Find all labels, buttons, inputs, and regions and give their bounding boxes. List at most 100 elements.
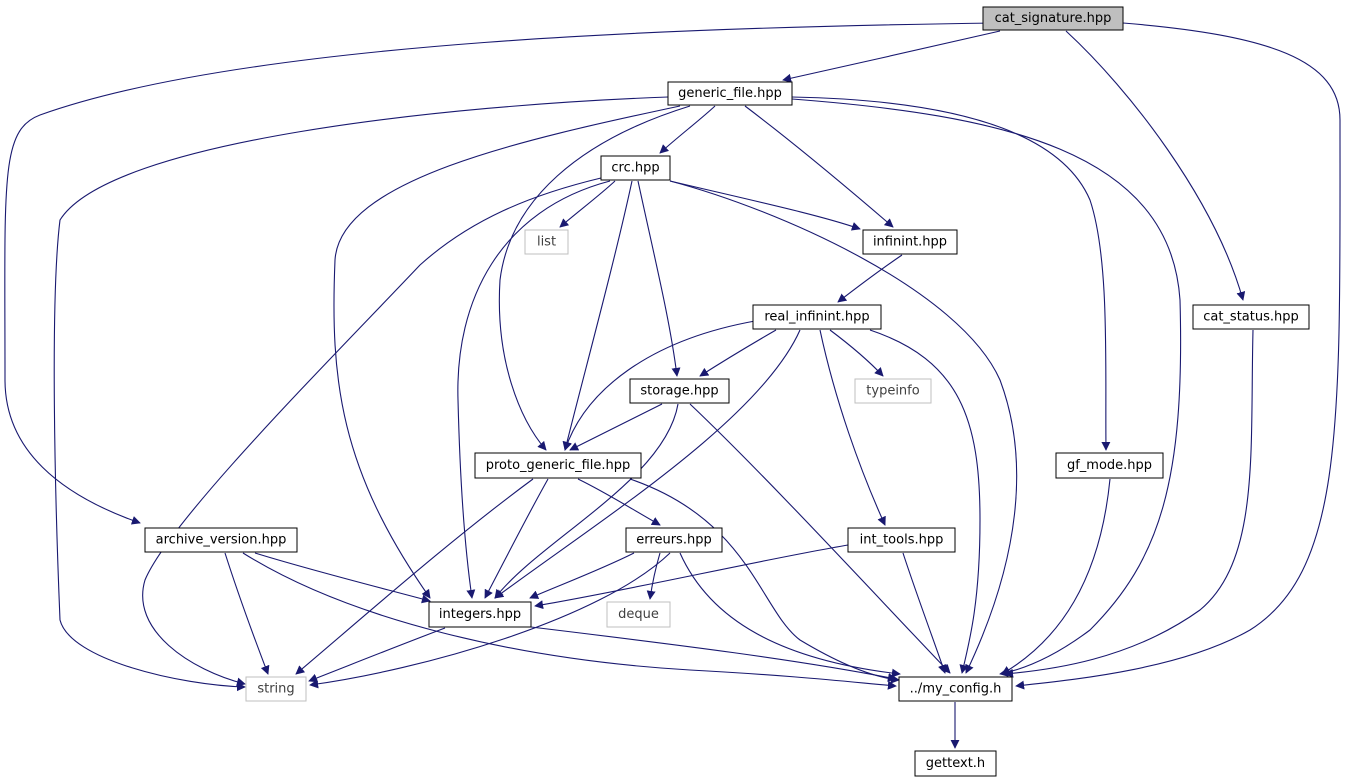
edge-erreurs-to-deque xyxy=(646,552,661,600)
node-box xyxy=(847,527,956,553)
edge-crc-to-proto-generic-file xyxy=(562,180,633,451)
node-cat-status[interactable]: cat_status.hpp xyxy=(1192,304,1310,330)
node-box xyxy=(606,601,671,628)
node-list: list xyxy=(524,229,569,255)
node-erreurs[interactable]: erreurs.hpp xyxy=(625,527,723,553)
node-typeinfo: typeinfo xyxy=(854,378,932,404)
node-box xyxy=(862,229,958,255)
edge-crc-to-string xyxy=(142,177,602,687)
edge-real-infinint-to-typeinfo xyxy=(829,329,884,377)
edge-real-infinint-to-my-config xyxy=(869,329,981,674)
node-box xyxy=(245,676,307,702)
edge-crc-to-list xyxy=(559,180,616,228)
node-real-infinint[interactable]: real_infinint.hpp xyxy=(752,304,882,330)
node-string: string xyxy=(245,676,307,702)
node-box xyxy=(625,527,723,553)
edge-generic-file-to-infinint xyxy=(744,105,894,228)
node-label: infinint.hpp xyxy=(873,235,947,250)
node-gf-mode[interactable]: gf_mode.hpp xyxy=(1055,452,1164,479)
node-int-tools[interactable]: int_tools.hpp xyxy=(847,527,956,553)
node-box xyxy=(629,378,730,404)
edge-generic-file-to-proto-generic-file xyxy=(498,105,691,451)
node-my-config[interactable]: ../my_config.h xyxy=(898,676,1013,702)
edge-generic-file-to-my-config xyxy=(791,98,1182,677)
edge-integers-to-string xyxy=(308,627,446,683)
node-box xyxy=(898,676,1013,702)
edge-storage-to-my-config xyxy=(689,403,951,674)
node-label: storage.hpp xyxy=(640,384,718,399)
edge-real-infinint-to-proto-generic-file xyxy=(563,320,756,451)
node-crc[interactable]: crc.hpp xyxy=(600,155,671,181)
node-box xyxy=(474,452,642,479)
edge-storage-to-integers xyxy=(494,403,679,599)
node-label: deque xyxy=(618,607,659,622)
edge-proto-generic-file-to-string xyxy=(295,478,534,675)
edge-infinint-to-real-infinint xyxy=(837,254,903,303)
node-label: generic_file.hpp xyxy=(678,86,782,101)
edge-proto-generic-file-to-integers xyxy=(484,478,549,599)
node-label: string xyxy=(257,682,294,697)
node-proto-generic-file[interactable]: proto_generic_file.hpp xyxy=(474,452,642,479)
node-box xyxy=(428,601,532,628)
edge-gf-mode-to-my-config xyxy=(1001,478,1111,675)
node-box xyxy=(752,304,882,330)
node-label: cat_status.hpp xyxy=(1203,310,1299,325)
node-archive-version[interactable]: archive_version.hpp xyxy=(144,527,298,553)
node-deque: deque xyxy=(606,601,671,628)
node-box xyxy=(914,750,997,777)
edge-generic-file-to-gf-mode xyxy=(791,96,1111,451)
edge-archive-version-to-integers xyxy=(254,552,431,604)
node-box xyxy=(600,155,671,181)
edge-generic-file-to-integers xyxy=(333,105,681,599)
node-label: gf_mode.hpp xyxy=(1067,458,1152,473)
edge-int-tools-to-my-config xyxy=(902,552,947,674)
edge-crc-to-infinint xyxy=(669,180,861,231)
node-label: crc.hpp xyxy=(611,161,659,176)
edge-int-tools-to-integers xyxy=(534,544,849,610)
edge-erreurs-to-my-config xyxy=(679,552,901,678)
edge-real-infinint-to-integers xyxy=(494,329,801,599)
node-label: proto_generic_file.hpp xyxy=(486,458,631,473)
node-label: int_tools.hpp xyxy=(860,533,944,548)
edge-cat-signature-to-archive-version xyxy=(4,22,997,525)
nodes-layer: cat_signature.hpp generic_file.hpp crc.hpp… xyxy=(144,6,1310,777)
node-gettext[interactable]: gettext.h xyxy=(914,750,997,777)
node-box xyxy=(524,229,569,255)
node-infinint[interactable]: infinint.hpp xyxy=(862,229,958,255)
edge-generic-file-to-crc xyxy=(659,105,716,154)
edge-storage-to-proto-generic-file xyxy=(569,403,663,451)
edges-layer xyxy=(4,22,1341,749)
node-label: archive_version.hpp xyxy=(156,533,287,548)
node-storage[interactable]: storage.hpp xyxy=(629,378,730,404)
node-box xyxy=(854,378,932,404)
edge-cat-signature-to-cat-status xyxy=(1065,30,1246,301)
edge-cat-signature-to-my-config xyxy=(1015,22,1341,690)
edge-erreurs-to-string xyxy=(309,552,671,689)
edge-archive-version-to-my-config xyxy=(242,552,897,690)
edge-real-infinint-to-int-tools xyxy=(819,329,886,526)
edge-crc-to-my-config xyxy=(669,180,1018,674)
node-box xyxy=(667,81,793,106)
edge-real-infinint-to-storage xyxy=(699,329,777,377)
node-box xyxy=(982,6,1124,31)
edge-cat-signature-to-generic-file xyxy=(782,30,1001,83)
edge-proto-generic-file-to-erreurs xyxy=(577,478,661,526)
node-label: erreurs.hpp xyxy=(636,533,711,548)
node-box xyxy=(1192,304,1310,330)
edge-cat-status-to-my-config xyxy=(1004,329,1254,678)
node-label: integers.hpp xyxy=(439,607,521,622)
node-cat-signature[interactable]: cat_signature.hpp xyxy=(982,6,1124,31)
edge-archive-version-to-string xyxy=(224,552,270,675)
node-label: ../my_config.h xyxy=(910,682,1002,697)
node-box xyxy=(1055,452,1164,479)
edge-erreurs-to-integers xyxy=(529,552,635,599)
edge-integers-to-my-config xyxy=(530,626,897,682)
node-label: real_infinint.hpp xyxy=(764,310,869,325)
node-label: cat_signature.hpp xyxy=(995,11,1112,26)
node-label: gettext.h xyxy=(926,756,985,771)
node-integers[interactable]: integers.hpp xyxy=(428,601,532,628)
edge-crc-to-integers xyxy=(457,180,611,599)
node-generic-file[interactable]: generic_file.hpp xyxy=(667,81,793,106)
